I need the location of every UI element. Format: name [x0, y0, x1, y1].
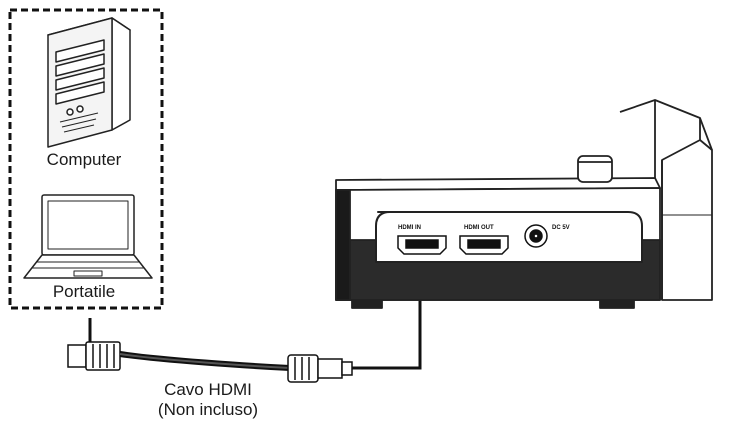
connection-line [352, 268, 422, 370]
hdmi-plug-left-icon [67, 341, 121, 371]
hdmi-in-port [397, 235, 447, 255]
source-devices-box [8, 8, 164, 310]
cable-label: Cavo HDMI (Non incluso) [118, 380, 298, 420]
cable-note: (Non incluso) [157, 400, 259, 419]
computer-label: Computer [46, 150, 122, 169]
hdmi-out-port [459, 235, 509, 255]
laptop-label: Portatile [52, 282, 116, 301]
dc-power-port [524, 224, 548, 248]
hdmi-plug-right-icon [287, 354, 353, 383]
document-camera-device [335, 155, 661, 309]
hdmi-out-label: HDMI OUT [464, 225, 494, 231]
dc-label: DC 5V [552, 225, 570, 231]
hdmi-in-label: HDMI IN [398, 225, 421, 231]
cable-name: Cavo HDMI [164, 380, 252, 399]
computer-tower-icon [47, 17, 131, 148]
device-arm [619, 99, 713, 301]
laptop-icon [23, 194, 153, 279]
